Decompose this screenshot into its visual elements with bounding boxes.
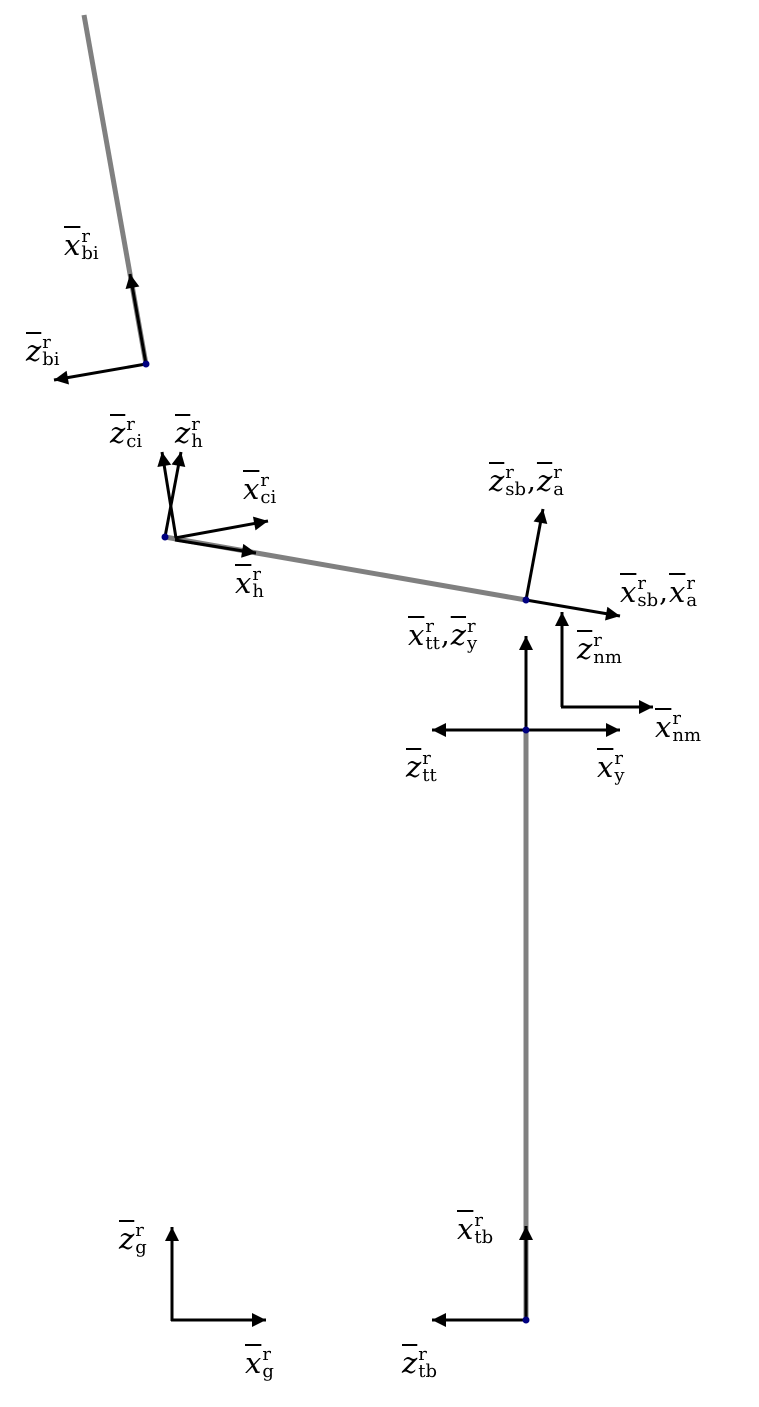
- label-var: z: [577, 632, 593, 666]
- arrow-z-h: [163, 451, 186, 538]
- label-sub: nm: [593, 647, 622, 668]
- label-sup: r: [126, 414, 135, 435]
- label-separator: ,: [527, 464, 536, 497]
- label-sub: a: [553, 479, 564, 500]
- label-sub: a: [686, 590, 698, 611]
- label-sup: r: [422, 748, 431, 769]
- label-var: z: [119, 1222, 135, 1256]
- label-sup: r: [505, 462, 514, 483]
- label-sup: r: [614, 748, 623, 769]
- label-var: z: [175, 416, 191, 450]
- label-sub: sb: [637, 590, 659, 611]
- label-sup: r: [418, 1344, 427, 1365]
- label-sub: h: [252, 581, 264, 602]
- label-sub: bi: [81, 243, 99, 264]
- label-sup: r: [474, 1210, 483, 1231]
- label-separator: ,: [440, 618, 450, 651]
- label-var: x: [235, 566, 252, 600]
- joint-tt: [522, 726, 530, 734]
- arrow-x-h: [174, 538, 257, 558]
- label-var: x: [597, 750, 614, 784]
- label-var: z: [26, 334, 42, 368]
- label-var: z: [402, 1346, 418, 1380]
- label-sub: bi: [42, 349, 60, 370]
- label-var: x: [669, 575, 686, 609]
- label-sup: r: [252, 564, 261, 585]
- arrow-x-bi: [125, 273, 148, 365]
- label-sup: r: [686, 573, 695, 594]
- label-sub: ci: [260, 487, 277, 508]
- arrow-z-sb: [524, 508, 548, 601]
- label-sup: r: [637, 573, 646, 594]
- label-sup: r: [553, 462, 562, 483]
- label-sup: r: [593, 630, 602, 651]
- arrow-z-ci: [157, 451, 178, 539]
- label-sub: y: [467, 633, 478, 654]
- label-sub: tb: [474, 1227, 494, 1248]
- label-var: x: [620, 575, 637, 609]
- label-sup: r: [135, 1220, 144, 1241]
- label-sub: g: [135, 1237, 147, 1258]
- label-sub: ci: [126, 431, 143, 452]
- label-sub: g: [262, 1361, 274, 1382]
- label-var: x: [64, 228, 81, 262]
- label-sub: y: [614, 765, 625, 786]
- label-var: x: [655, 710, 672, 744]
- label-sub: nm: [672, 725, 702, 746]
- label-sub: tt: [425, 633, 440, 654]
- joint-bi: [142, 360, 150, 368]
- label-sup: r: [191, 414, 200, 435]
- label-sup: r: [467, 616, 476, 637]
- label-var: x: [245, 1346, 262, 1380]
- joint-tb: [522, 1316, 530, 1324]
- label-var: z: [489, 464, 505, 498]
- label-separator: ,: [659, 575, 669, 608]
- arrow-x-ci: [174, 516, 269, 540]
- label-var: z: [110, 416, 126, 450]
- label-sup: r: [425, 616, 434, 637]
- arrow-z-bi: [53, 362, 147, 385]
- label-var: z: [536, 464, 553, 498]
- label-sub: tb: [418, 1361, 438, 1382]
- label-sup: r: [260, 470, 269, 491]
- label-var: x: [243, 472, 260, 506]
- joint-ci: [161, 533, 169, 541]
- label-sub: h: [191, 431, 203, 452]
- label-var: x: [408, 618, 425, 652]
- label-var: z: [450, 618, 467, 652]
- arrow-x-sb: [525, 598, 621, 621]
- label-sup: r: [262, 1344, 271, 1365]
- label-sup: r: [672, 708, 681, 729]
- label-var: z: [406, 750, 422, 784]
- joint-sb: [522, 596, 530, 604]
- label-sub: tt: [422, 765, 437, 786]
- label-sup: r: [42, 332, 51, 353]
- label-sub: sb: [505, 479, 527, 500]
- label-sup: r: [81, 226, 90, 247]
- label-var: x: [457, 1212, 474, 1246]
